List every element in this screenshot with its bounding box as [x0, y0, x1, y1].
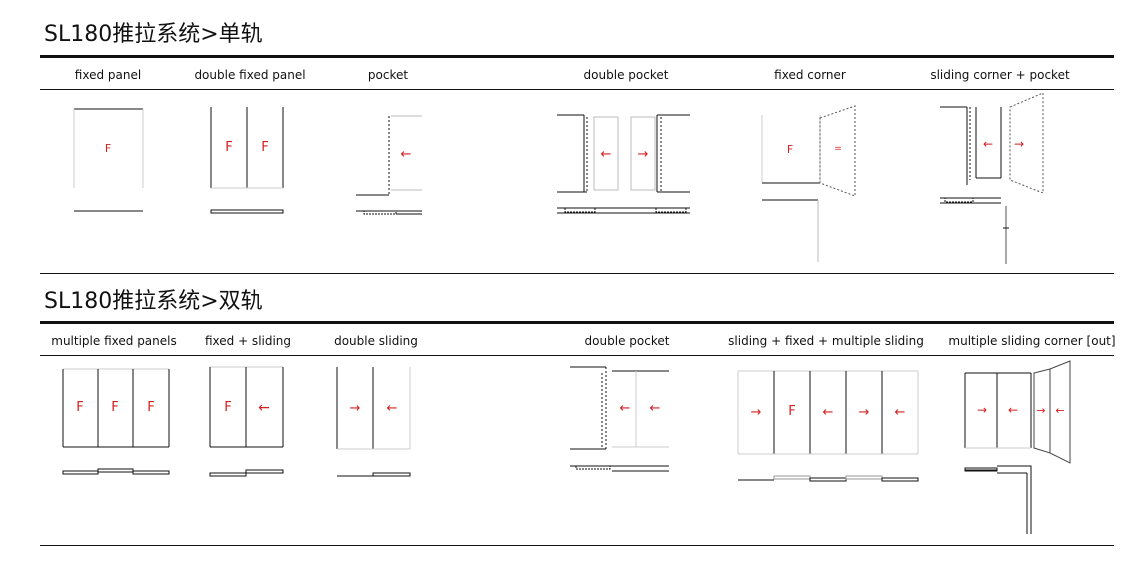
left-arrow: ← [650, 401, 661, 416]
fixed-marker: F [224, 400, 231, 415]
fixed-marker: F [787, 143, 793, 156]
diagram-double-pocket-2: ← ← [570, 366, 669, 472]
right-arrow: → [1014, 137, 1024, 151]
column-label-multiple-fixed-panels: multiple fixed panels [51, 334, 177, 348]
left-arrow: ← [601, 147, 612, 162]
section-divider [40, 55, 1114, 58]
diagram-sliding-fixed-multiple: → F ← → ← [737, 370, 919, 482]
fixed-marker: F [261, 140, 268, 155]
left-arrow: ← [983, 137, 993, 151]
column-label-fixed-sliding: fixed + sliding [204, 334, 292, 348]
diagram-multiple-sliding-corner-out: → ← → ← [964, 360, 1071, 534]
left-arrow: ← [620, 401, 631, 416]
section-title-single-track: SL180推拉系统>单轨 [44, 22, 263, 47]
fixed-marker: F [225, 140, 232, 155]
fixed-marker: F [76, 400, 83, 415]
right-arrow: → [751, 405, 762, 420]
right-arrow: → [1036, 404, 1045, 417]
fixed-marker: F [105, 142, 111, 155]
header-underline [40, 89, 1114, 90]
column-label-sliding-corner-pocket: sliding corner + pocket [930, 68, 1070, 82]
page-end-line [40, 545, 1114, 546]
diagram-double-sliding: → ← [336, 367, 411, 477]
header-underline [40, 355, 1114, 356]
fixed-marker: F [111, 400, 118, 415]
section-divider [40, 321, 1114, 324]
diagram-fixed-corner: F = [761, 105, 856, 262]
right-arrow: → [350, 401, 361, 416]
column-label-double-sliding: double sliding [334, 334, 418, 348]
column-label-fixed-panel: fixed panel [74, 68, 142, 82]
right-arrow: → [638, 147, 649, 162]
section-end-line [40, 273, 1114, 274]
diagram-sliding-corner-pocket: ← → [940, 92, 1044, 264]
diagram-double-fixed-panel: F F [210, 107, 284, 214]
left-arrow: ← [387, 401, 398, 416]
left-arrow: ← [823, 405, 834, 420]
column-label-sliding-fixed-multiple: sliding + fixed + multiple sliding [728, 334, 924, 348]
column-label-pocket: pocket [367, 68, 409, 82]
diagram-pocket: ← [356, 115, 422, 215]
column-label-multiple-sliding-corner-out: multiple sliding corner [out] [948, 334, 1116, 348]
column-label-double-pocket-2: double pocket [584, 334, 670, 348]
left-arrow: ← [895, 405, 906, 420]
column-label-fixed-corner: fixed corner [774, 68, 846, 82]
diagram-multiple-fixed-panels: F F F [62, 368, 170, 475]
left-arrow: ← [258, 400, 270, 416]
fixed-marker: F [147, 400, 154, 415]
diagram-fixed-sliding: F ← [209, 366, 284, 477]
diagram-double-pocket: ← → [557, 114, 690, 214]
fixed-marker-small: = [834, 144, 842, 154]
column-label-double-fixed-panel: double fixed panel [194, 68, 306, 82]
fixed-marker: F [788, 404, 795, 419]
left-arrow: ← [401, 147, 412, 162]
diagram-fixed-panel: F [73, 108, 144, 212]
section-title-double-track: SL180推拉系统>双轨 [44, 289, 263, 314]
left-arrow: ← [1008, 403, 1018, 417]
left-arrow: ← [1055, 404, 1064, 417]
right-arrow: → [977, 403, 987, 417]
right-arrow: → [859, 405, 870, 420]
column-label-double-pocket: double pocket [583, 68, 669, 82]
